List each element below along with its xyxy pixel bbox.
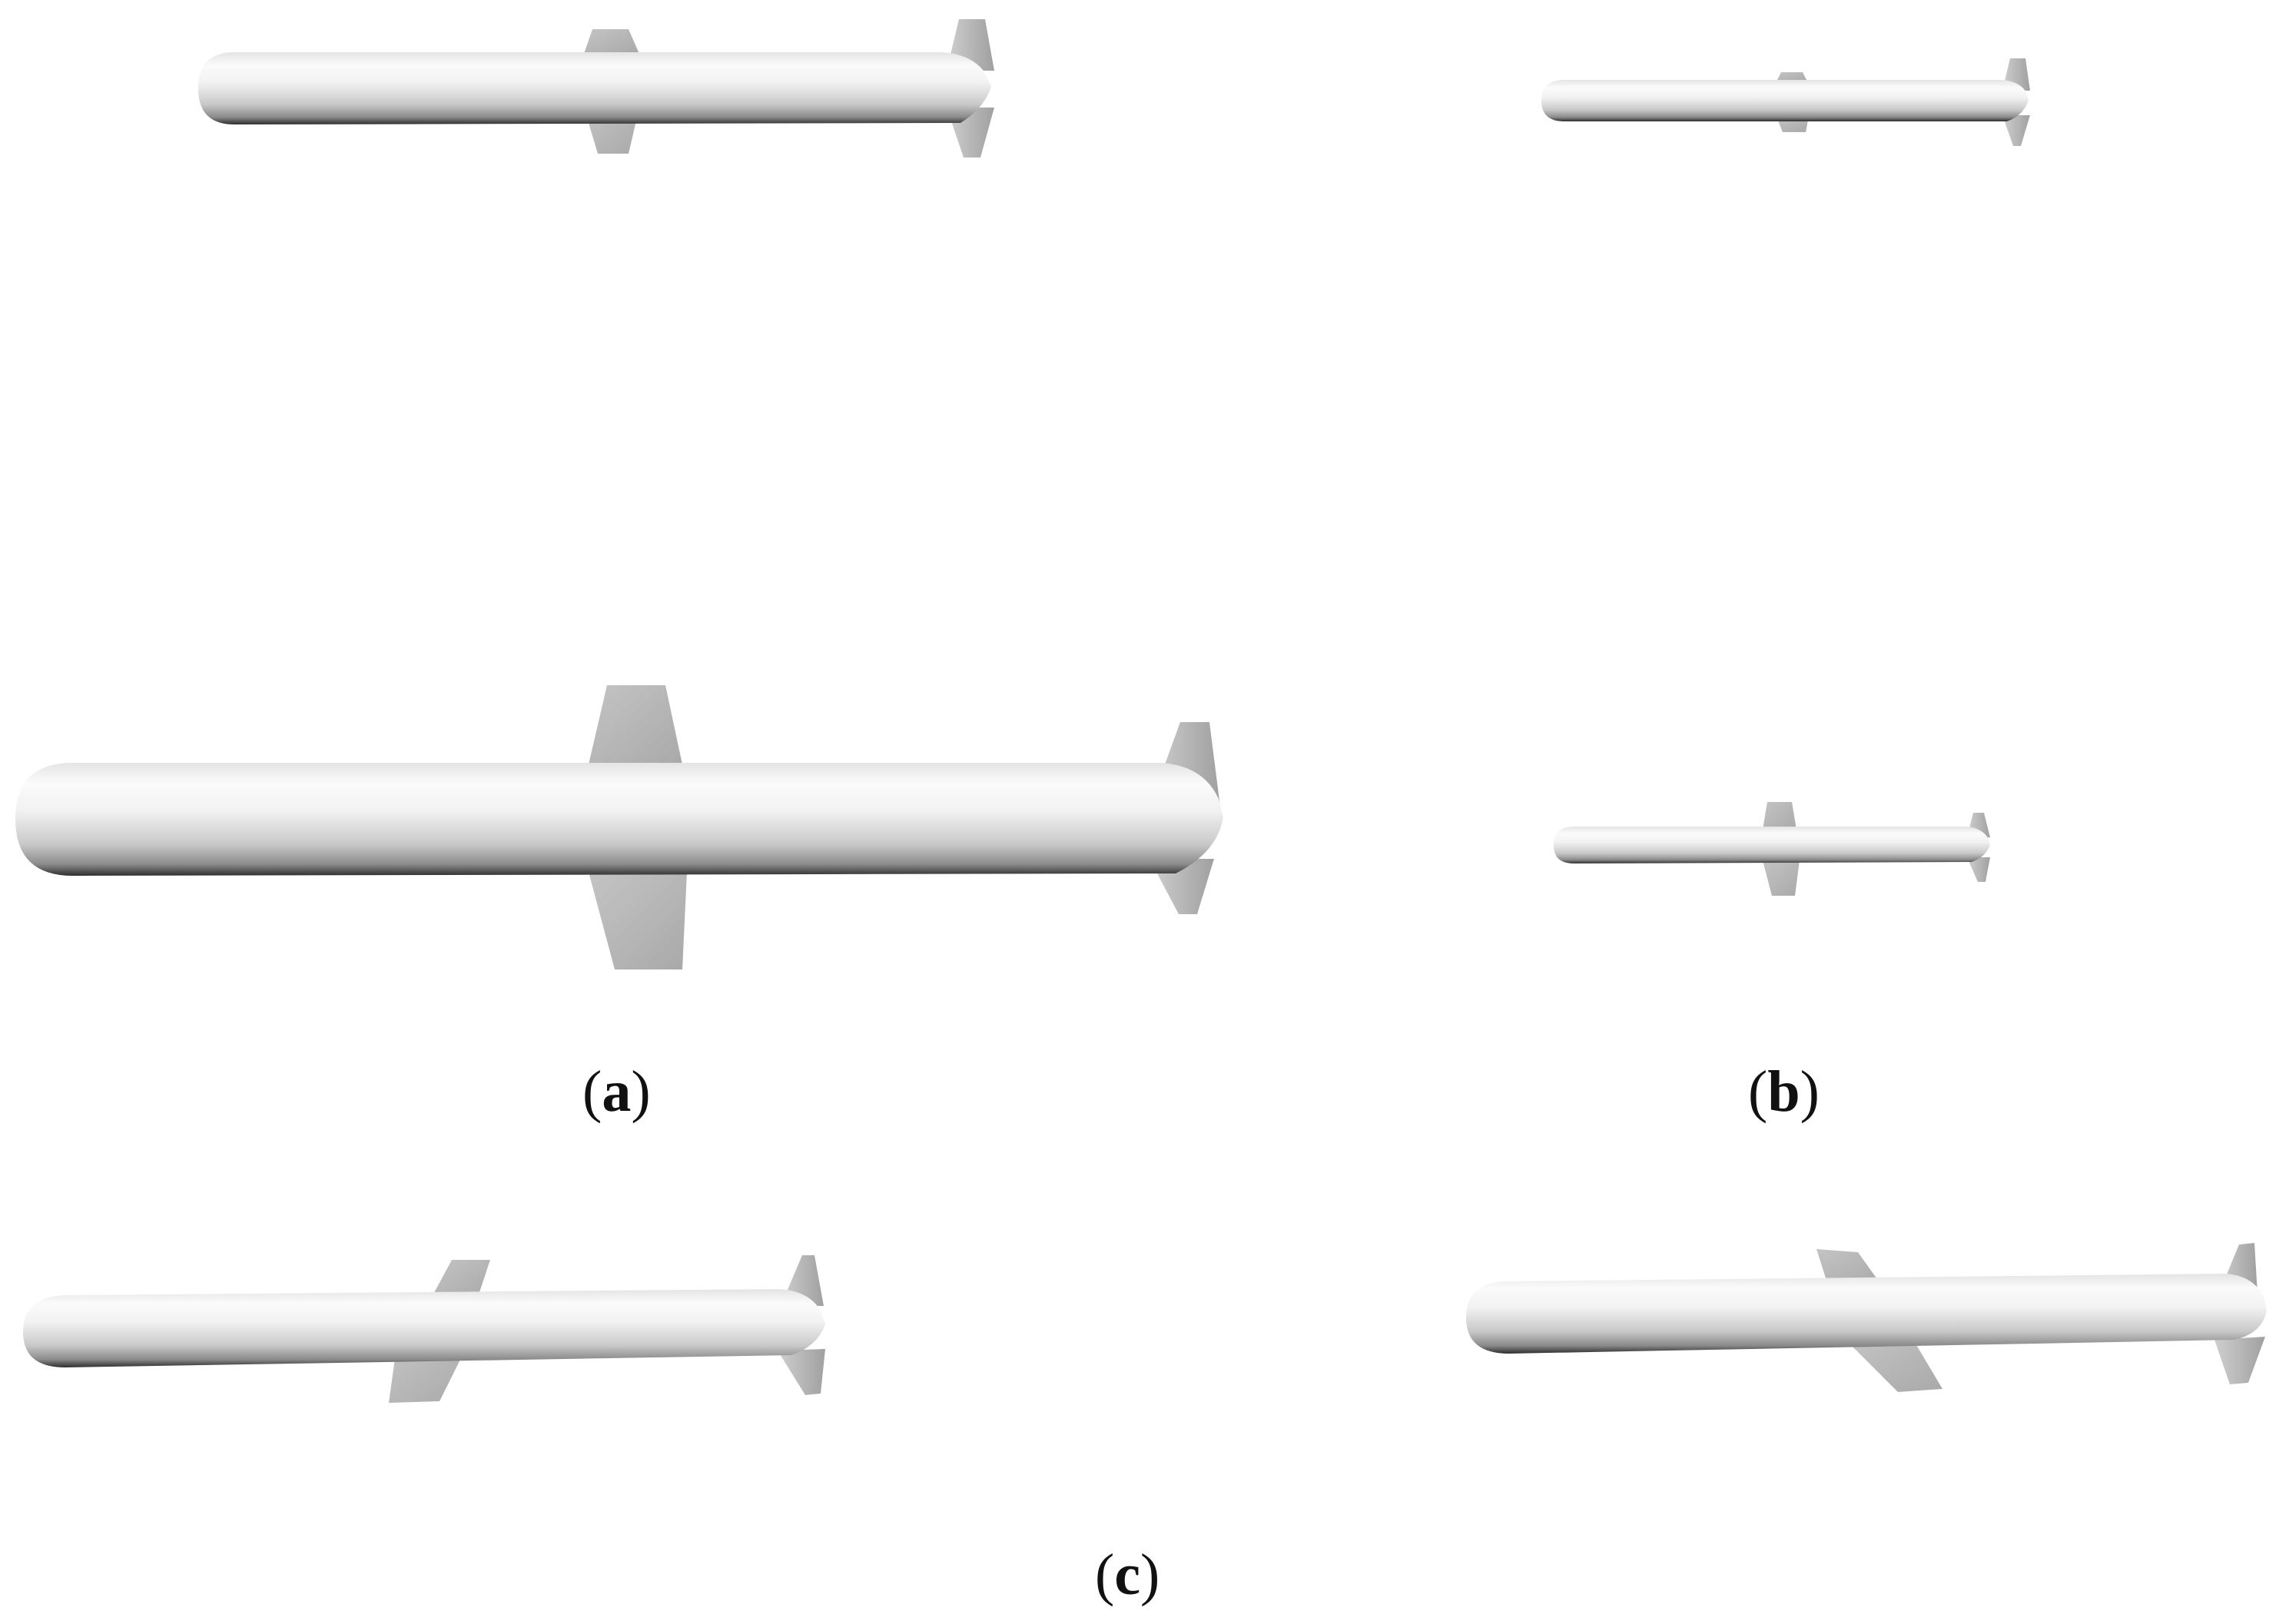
wing-bottom: [589, 872, 687, 969]
wing-bottom: [1763, 860, 1800, 896]
fuselage: [1554, 827, 1990, 863]
caption-b: (b): [1748, 1059, 1820, 1124]
caption-a: (a): [582, 1059, 651, 1124]
caption-a-letter: a: [602, 1059, 632, 1124]
caption-c: (c): [1095, 1543, 1160, 1607]
missile-c-right-view: [1466, 1243, 2267, 1392]
missile-a-top-view: [198, 19, 994, 157]
fuselage: [1541, 80, 2029, 121]
missile-b-top-view: [1541, 58, 2030, 146]
tail-fin-bottom: [2002, 115, 2030, 146]
wing-bottom: [1847, 1340, 1942, 1392]
missile-b-side-view: [1554, 802, 1990, 896]
fuselage: [23, 1289, 825, 1367]
tail-fin-bottom: [778, 1349, 825, 1395]
wing-top: [430, 1260, 490, 1300]
fuselage: [198, 52, 991, 124]
missile-a-side-view: [15, 685, 1223, 969]
tail-fin-bottom: [1967, 857, 1990, 882]
fuselage: [1466, 1274, 2267, 1354]
caption-c-letter: c: [1114, 1543, 1141, 1607]
fuselage: [15, 763, 1223, 876]
wing-top: [1776, 72, 1807, 81]
wing-top: [1763, 802, 1796, 830]
missile-c-left-view: [23, 1255, 825, 1403]
caption-b-letter: b: [1767, 1059, 1800, 1124]
wing-top: [584, 29, 639, 54]
wing-top: [589, 685, 682, 764]
tail-fin-bottom: [2214, 1337, 2265, 1384]
